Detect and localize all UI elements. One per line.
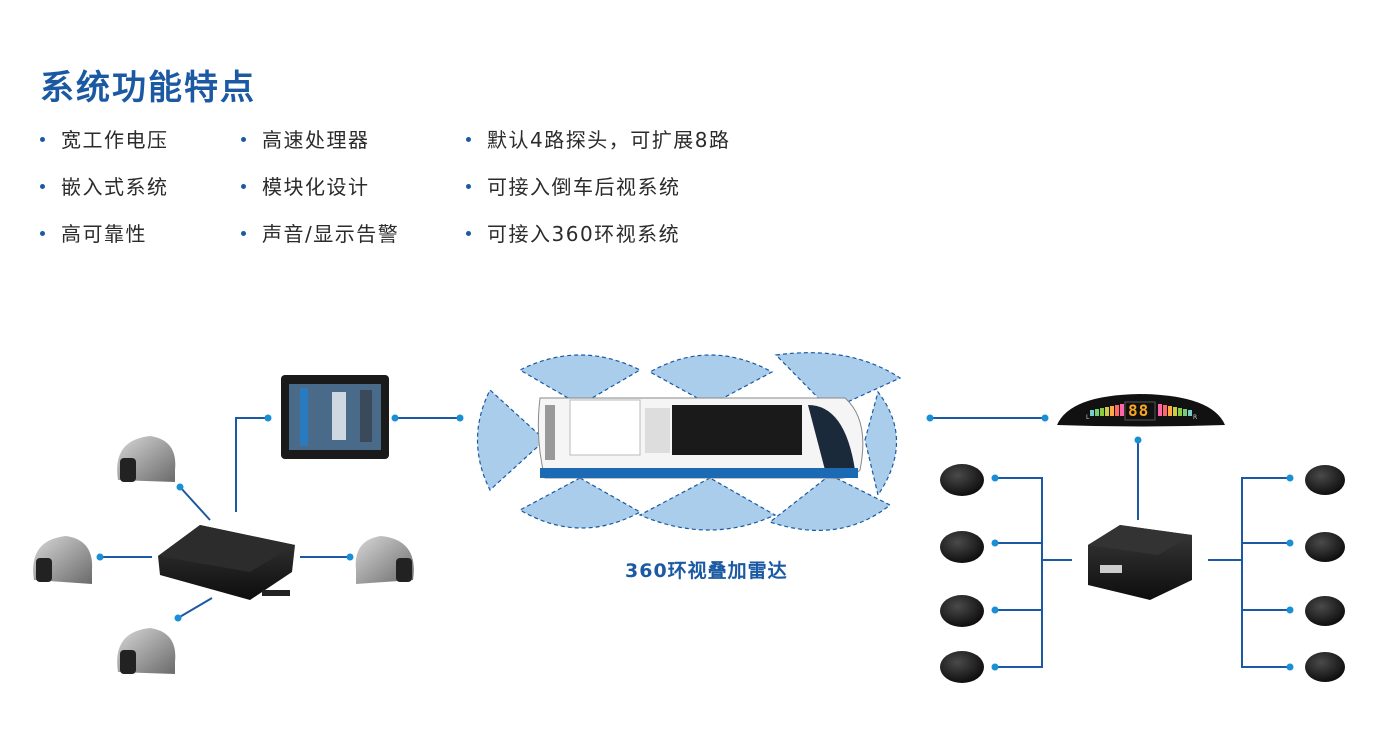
monitor-display (281, 375, 389, 459)
feature-item: 模块化设计 (241, 171, 370, 200)
camera-icon (33, 536, 93, 584)
feature-label: 可接入360环视系统 (487, 222, 681, 246)
feature-item: 声音/显示告警 (241, 218, 399, 247)
sensor-icon (1305, 652, 1345, 682)
sensor-icon (1305, 532, 1345, 562)
camera-icon (117, 628, 176, 674)
bullet-icon (466, 231, 471, 236)
bullet-icon (40, 137, 45, 142)
feature-label: 高速处理器 (262, 128, 370, 152)
diagram-caption: 360环视叠加雷达 (625, 560, 788, 582)
connection-dots (96, 414, 1294, 671)
feature-label: 默认4路探头，可扩展8路 (487, 128, 731, 152)
feature-item: 高可靠性 (40, 218, 147, 247)
sensor-icon (940, 464, 984, 496)
feature-item: 可接入倒车后视系统 (466, 171, 681, 200)
feature-item: 默认4路探头，可扩展8路 (466, 124, 730, 153)
bullet-icon (40, 231, 45, 236)
feature-label: 声音/显示告警 (262, 222, 400, 246)
page-title: 系统功能特点 (40, 68, 256, 108)
feature-label: 宽工作电压 (61, 128, 169, 152)
sensor-icon (940, 531, 984, 563)
radar-zones (477, 352, 902, 531)
bus-image (537, 397, 864, 479)
camera-icon (117, 436, 176, 482)
distance-readout: 88 (1128, 401, 1150, 420)
sensor-icon (1305, 596, 1345, 626)
left-indicator: L (1086, 414, 1090, 421)
bullet-icon (466, 184, 471, 189)
feature-item: 嵌入式系统 (40, 171, 169, 200)
control-unit (158, 525, 295, 600)
feature-item: 宽工作电压 (40, 124, 169, 153)
bullet-icon (241, 231, 246, 236)
bullet-icon (241, 137, 246, 142)
distance-bar-left (1090, 404, 1124, 416)
sensor-icon (1305, 465, 1345, 495)
bullet-icon (241, 184, 246, 189)
sensor-icon (940, 651, 984, 683)
camera-icon (355, 536, 414, 584)
connection-lines (100, 417, 1290, 668)
feature-item: 高速处理器 (241, 124, 370, 153)
right-indicator: R (1193, 414, 1198, 421)
feature-label: 可接入倒车后视系统 (487, 175, 681, 199)
feature-label: 模块化设计 (262, 175, 370, 199)
feature-label: 嵌入式系统 (61, 175, 169, 199)
distance-bar-right (1158, 404, 1192, 416)
ultrasonic-sensors (940, 464, 1345, 683)
feature-item: 可接入360环视系统 (466, 218, 680, 247)
sensor-icon (940, 595, 984, 627)
bullet-icon (40, 184, 45, 189)
feature-label: 高可靠性 (61, 222, 147, 246)
parking-sensor-display (1057, 394, 1225, 427)
radar-controller (1088, 525, 1192, 600)
bullet-icon (466, 137, 471, 142)
